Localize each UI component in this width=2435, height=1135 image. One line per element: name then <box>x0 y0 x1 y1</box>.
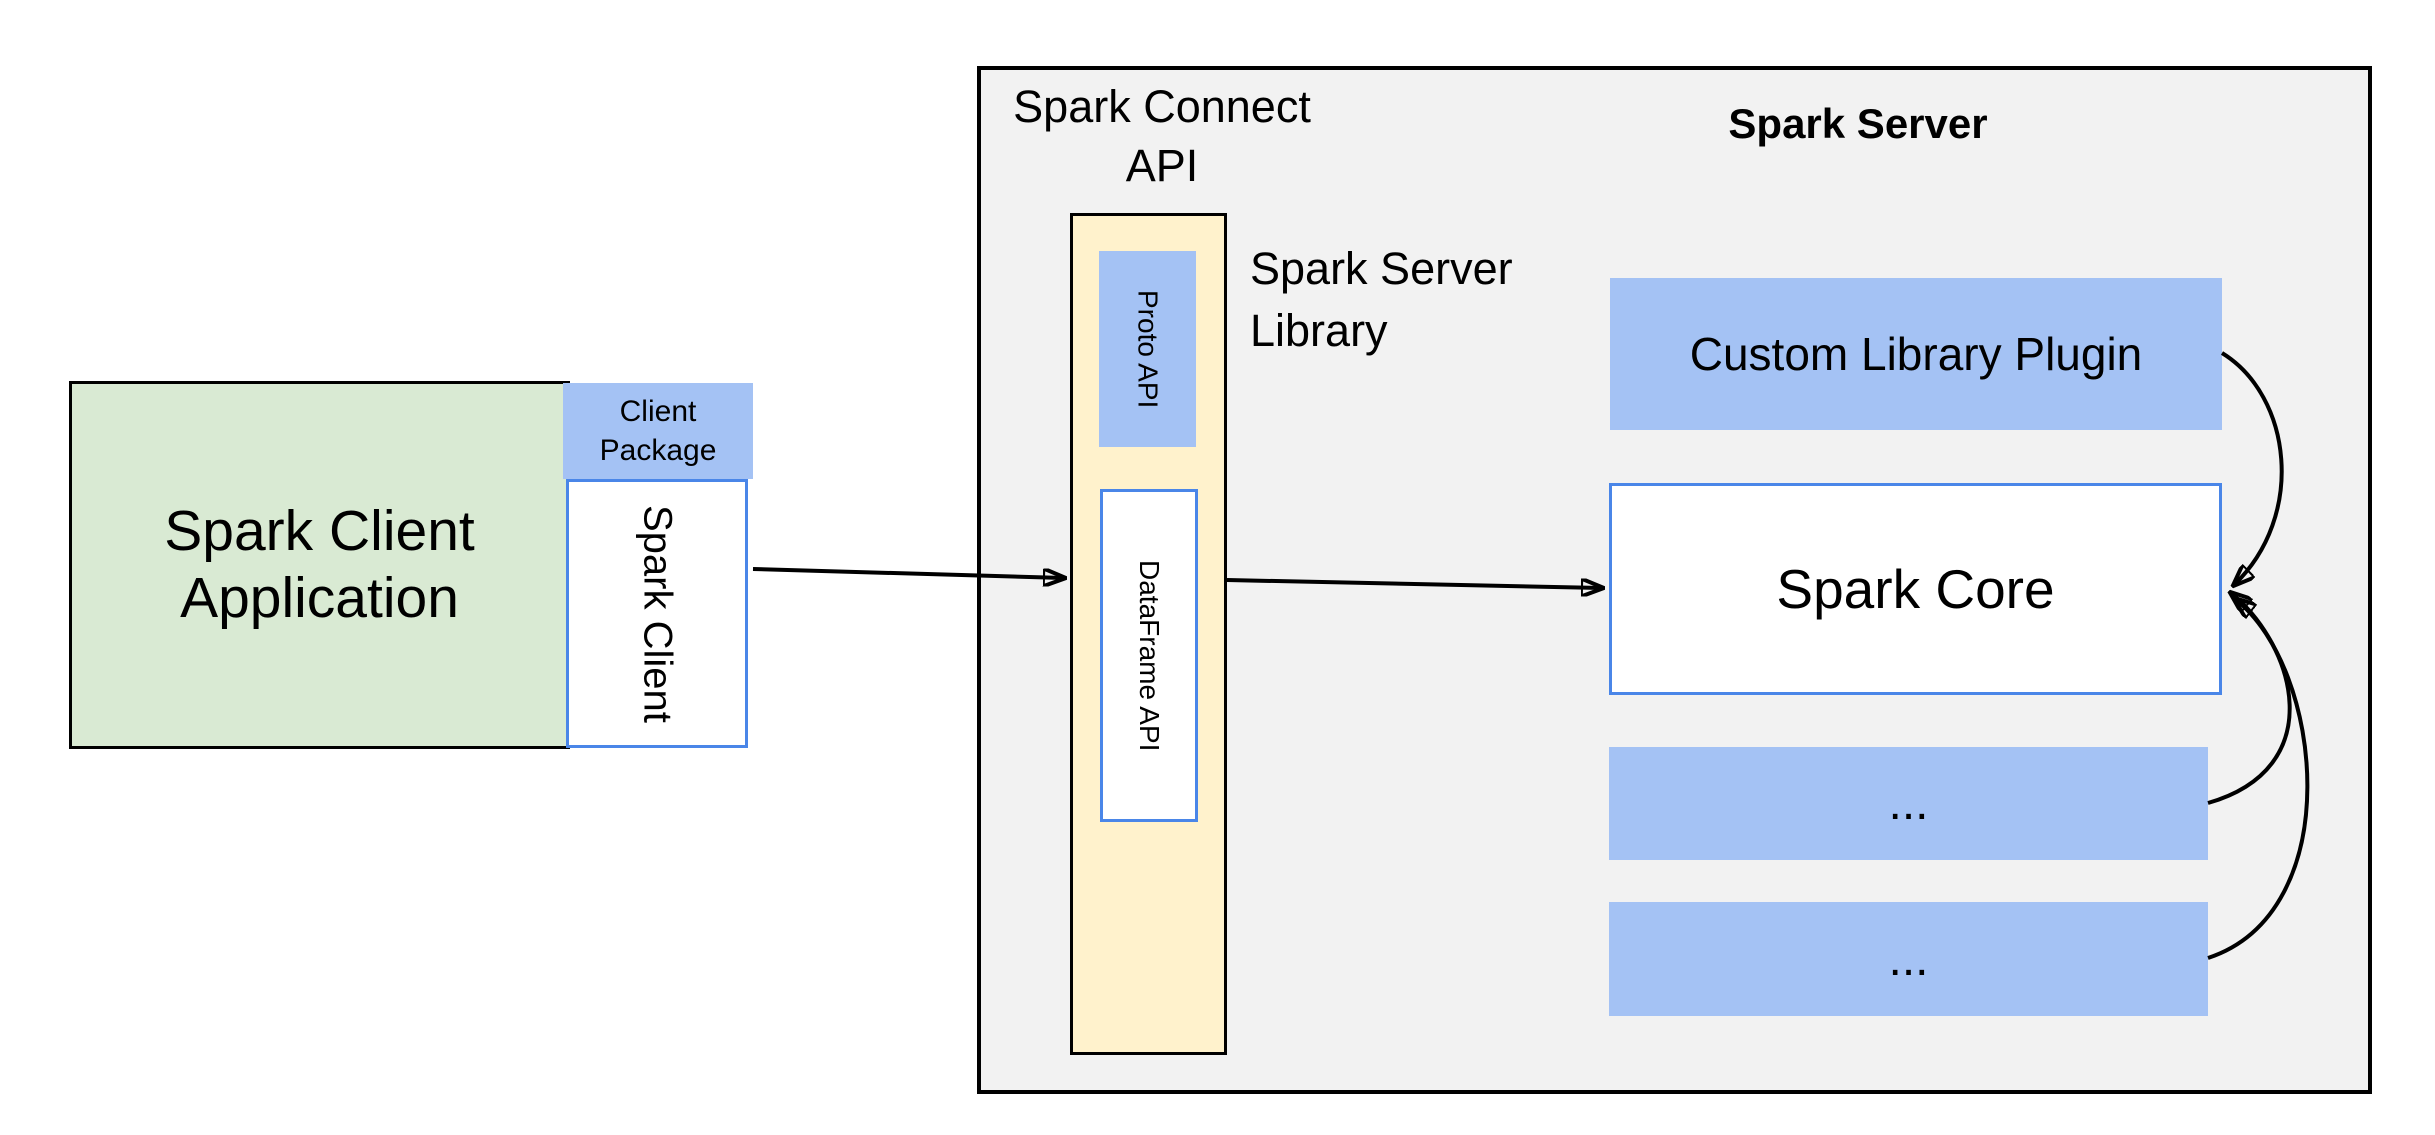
proto-api-box: Proto API <box>1099 251 1196 447</box>
spark-client-application-line2: Application <box>180 566 459 630</box>
server-module-bottom-label: ... <box>1888 932 1929 986</box>
spark-server-library-line2: Library <box>1250 305 1388 357</box>
spark-connect-api-label-line1: Spark Connect <box>1013 81 1311 132</box>
client-package-box: Client Package <box>563 383 753 479</box>
spark-connect-api-label: Spark Connect API <box>977 78 1347 195</box>
server-module-top-label: ... <box>1888 777 1929 830</box>
spark-server-library-label: Spark Server Library <box>1250 238 1570 362</box>
spark-client-box: Spark Client <box>566 479 748 748</box>
spark-client-label: Spark Client <box>635 504 680 723</box>
proto-api-label: Proto API <box>1132 289 1164 409</box>
custom-library-plugin-label: Custom Library Plugin <box>1689 328 2143 380</box>
custom-library-plugin-box: Custom Library Plugin <box>1610 278 2222 430</box>
client-package-line1: Client <box>619 395 697 428</box>
server-module-top-box: ... <box>1609 747 2208 860</box>
spark-client-application-line1: Spark Client <box>164 498 475 563</box>
spark-connect-api-label-line2: API <box>1125 139 1199 191</box>
spark-client-application-box: Spark Client Application <box>69 381 570 749</box>
dataframe-api-label: DataFrame API <box>1134 559 1165 752</box>
spark-core-box: Spark Core <box>1609 483 2222 695</box>
dataframe-api-box: DataFrame API <box>1100 489 1198 822</box>
spark-core-label: Spark Core <box>1776 558 2055 620</box>
server-module-bottom-box: ... <box>1609 902 2208 1016</box>
spark-server-library-line1: Spark Server <box>1250 243 1513 294</box>
client-package-line2: Package <box>599 434 717 467</box>
spark-server-title: Spark Server <box>1728 100 1988 147</box>
